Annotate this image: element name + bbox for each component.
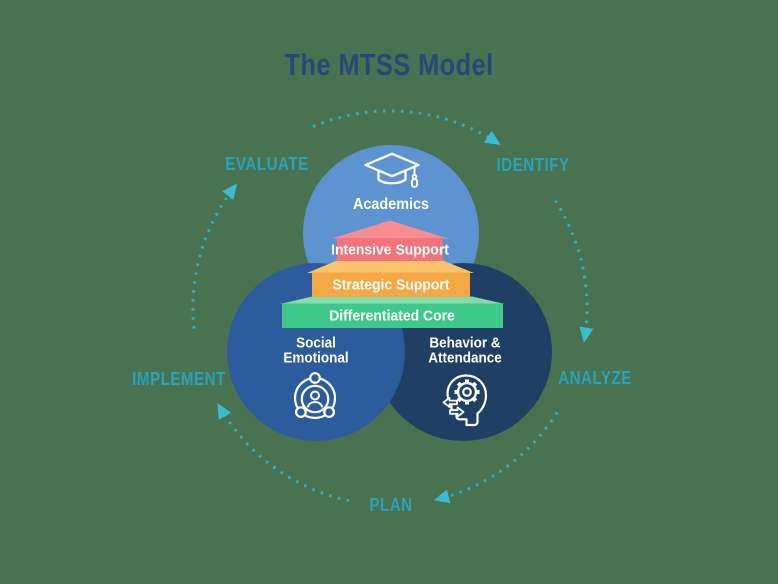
academics-label: Academics	[352, 196, 430, 213]
social-emotional-label: Social Emotional	[283, 334, 349, 366]
arc-implement-to-evaluate	[191, 183, 238, 329]
cycle-arcs	[191, 109, 594, 504]
tier-intensive-roof	[332, 220, 448, 239]
social-emotional-label-line1: Social	[296, 334, 336, 352]
page-title: The MTSS Model	[284, 47, 494, 82]
cycle-label-identify: IDENTIFY	[496, 154, 570, 175]
cycle-label-implement: IMPLEMENT	[132, 368, 226, 389]
cycle-label-plan: PLAN	[369, 494, 413, 515]
tier-differentiated-label: Differentiated Core	[329, 307, 455, 324]
tier-intensive-band	[337, 238, 443, 261]
cycle-label-evaluate: EVALUATE	[225, 153, 309, 174]
community-people-icon	[293, 372, 337, 420]
social-emotional-label-line2: Emotional	[283, 349, 349, 366]
tier-strategic-roof	[307, 260, 474, 273]
behavior-attendance-label-line2: Attendance	[428, 349, 502, 366]
arc-identify-to-analyze	[553, 199, 594, 343]
behavior-attendance-label-line1: Behavior &	[429, 334, 501, 352]
arc-plan-to-implement	[217, 402, 350, 503]
cycle-label-analyze: ANALYZE	[558, 367, 632, 388]
tier-intensive-label: Intensive Support	[331, 241, 449, 258]
tier-strategic-label: Strategic Support	[332, 276, 450, 294]
arc-evaluate-to-identify	[312, 109, 501, 146]
graduation-cap-icon	[364, 152, 420, 188]
tier-strategic-band	[312, 272, 470, 297]
tier-differentiated-band	[282, 303, 503, 328]
tier-differentiated-roof	[280, 296, 505, 304]
support-pyramid	[280, 220, 505, 328]
behavior-attendance-label: Behavior & Attendance	[428, 334, 502, 366]
head-gear-icon	[442, 374, 488, 427]
